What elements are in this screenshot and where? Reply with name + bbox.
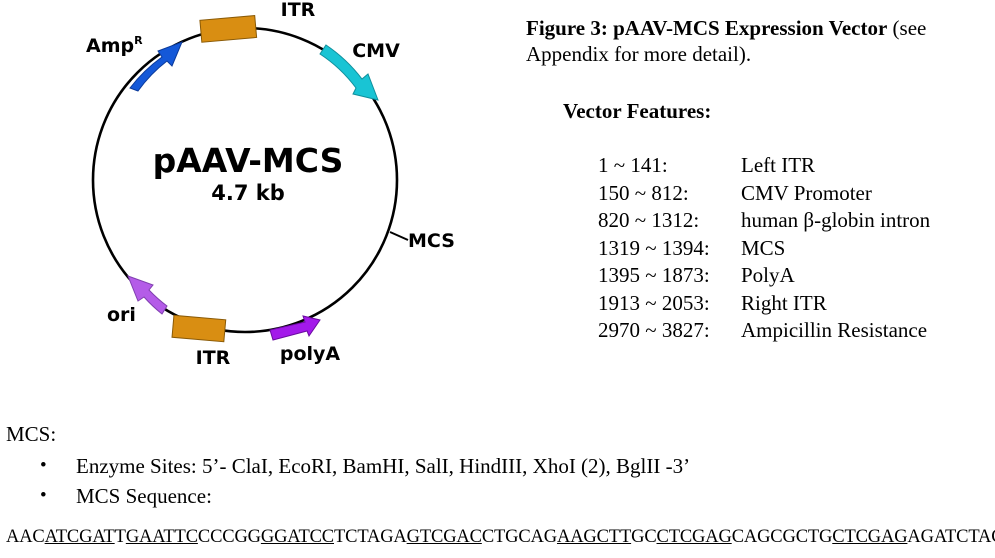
mcs-map-label: MCS	[408, 230, 455, 252]
feature-name: Right ITR	[741, 290, 827, 315]
sequence-segment: CCCGG	[197, 527, 261, 547]
feature-name: CMV Promoter	[741, 180, 872, 205]
figure-caption-title: Figure 3: pAAV-MCS Expression Vector	[526, 16, 888, 40]
feature-row: 1913 ~ 2053: Right ITR	[598, 290, 930, 318]
cmv-feature-arrow	[319, 44, 379, 101]
feature-range: 2970 ~ 3827:	[598, 318, 710, 342]
amp-label: AmpR	[86, 34, 143, 57]
sequence-segment: GC	[631, 527, 657, 547]
restriction-site: AAGCTT	[556, 527, 632, 547]
restriction-site: CTCGAG	[832, 527, 908, 547]
bullet-icon: •	[40, 485, 47, 506]
cmv-label: CMV	[352, 40, 400, 62]
figure-caption-text: (see Appendix for more detail).	[526, 16, 927, 66]
feature-name: human β-globin intron	[741, 208, 931, 232]
feature-range: 1913 ~ 2053:	[598, 290, 710, 315]
sequence-segment: T	[114, 527, 126, 547]
restriction-site: CTCGAG	[656, 527, 732, 547]
feature-row: 1319 ~ 1394: MCS	[598, 235, 930, 263]
feature-range: 820 ~ 1312:	[598, 208, 700, 232]
amp-superscript: R	[134, 34, 143, 47]
itr-bottom-feature	[171, 314, 227, 343]
amp-feature-arrow	[129, 41, 183, 92]
sequence-segment: CTGCAG	[481, 527, 557, 547]
polya-label: polyA	[280, 343, 341, 365]
restriction-site: GAATTC	[125, 527, 198, 547]
restriction-site: GGATCC	[260, 527, 334, 547]
itr-top-label: ITR	[281, 0, 316, 21]
feature-range: 1 ~ 141:	[598, 153, 668, 177]
feature-row: 820 ~ 1312: human β-globin intron	[598, 207, 930, 235]
mcs-bullet-list: • Enzyme Sites: 5’- ClaI, EcoRI, BamHI, …	[40, 452, 690, 512]
feature-name: Ampicillin Resistance	[741, 318, 928, 342]
plasmid-map: pAAV-MCS 4.7 kb ITR CMV AmpR MCS ori ITR…	[86, 0, 455, 369]
plasmid-size: 4.7 kb	[211, 181, 285, 205]
list-item: • Enzyme Sites: 5’- ClaI, EcoRI, BamHI, …	[40, 452, 690, 482]
enzyme-sites-text: Enzyme Sites: 5’- ClaI, EcoRI, BamHI, Sa…	[76, 454, 691, 478]
bullet-icon: •	[40, 455, 47, 476]
sequence-segment: AGATCTACG	[907, 527, 995, 547]
plasmid-name: pAAV-MCS	[153, 141, 344, 180]
mcs-heading: MCS:	[6, 422, 57, 446]
itr-top-feature	[199, 14, 258, 43]
vector-features-heading: Vector Features:	[563, 99, 712, 123]
feature-name: PolyA	[741, 263, 795, 287]
mcs-tick	[389, 231, 409, 241]
itr-bottom-label: ITR	[196, 347, 231, 369]
sequence-segment: CAGCGCTG	[731, 527, 833, 547]
feature-range: 150 ~ 812:	[598, 180, 689, 205]
feature-name: Left ITR	[741, 153, 816, 177]
feature-name: MCS	[741, 235, 786, 260]
sequence-segment: AAC	[6, 527, 45, 547]
ori-label: ori	[107, 304, 136, 326]
restriction-site: GTCGAC	[406, 527, 482, 547]
feature-row: 150 ~ 812: CMV Promoter	[598, 180, 930, 208]
mcs-sequence: AACATCGATTGAATTCCCCGGGGATCCTCTAGAGTCGACC…	[6, 527, 995, 548]
mcs-sequence-label: MCS Sequence:	[76, 484, 212, 508]
restriction-site: ATCGAT	[44, 527, 115, 547]
list-item: • MCS Sequence:	[40, 482, 690, 512]
sequence-segment: TCTAGA	[334, 527, 407, 547]
polya-feature-arrow	[269, 315, 321, 341]
figure-caption: Figure 3: pAAV-MCS Expression Vector (se…	[526, 15, 991, 67]
feature-row: 1395 ~ 1873: PolyA	[598, 262, 930, 290]
feature-range: 1395 ~ 1873:	[598, 263, 710, 287]
feature-row: 2970 ~ 3827: Ampicillin Resistance	[598, 317, 930, 345]
ori-feature-arrow	[127, 275, 168, 315]
feature-row: 1 ~ 141: Left ITR	[598, 152, 930, 180]
feature-range: 1319 ~ 1394:	[598, 235, 710, 260]
